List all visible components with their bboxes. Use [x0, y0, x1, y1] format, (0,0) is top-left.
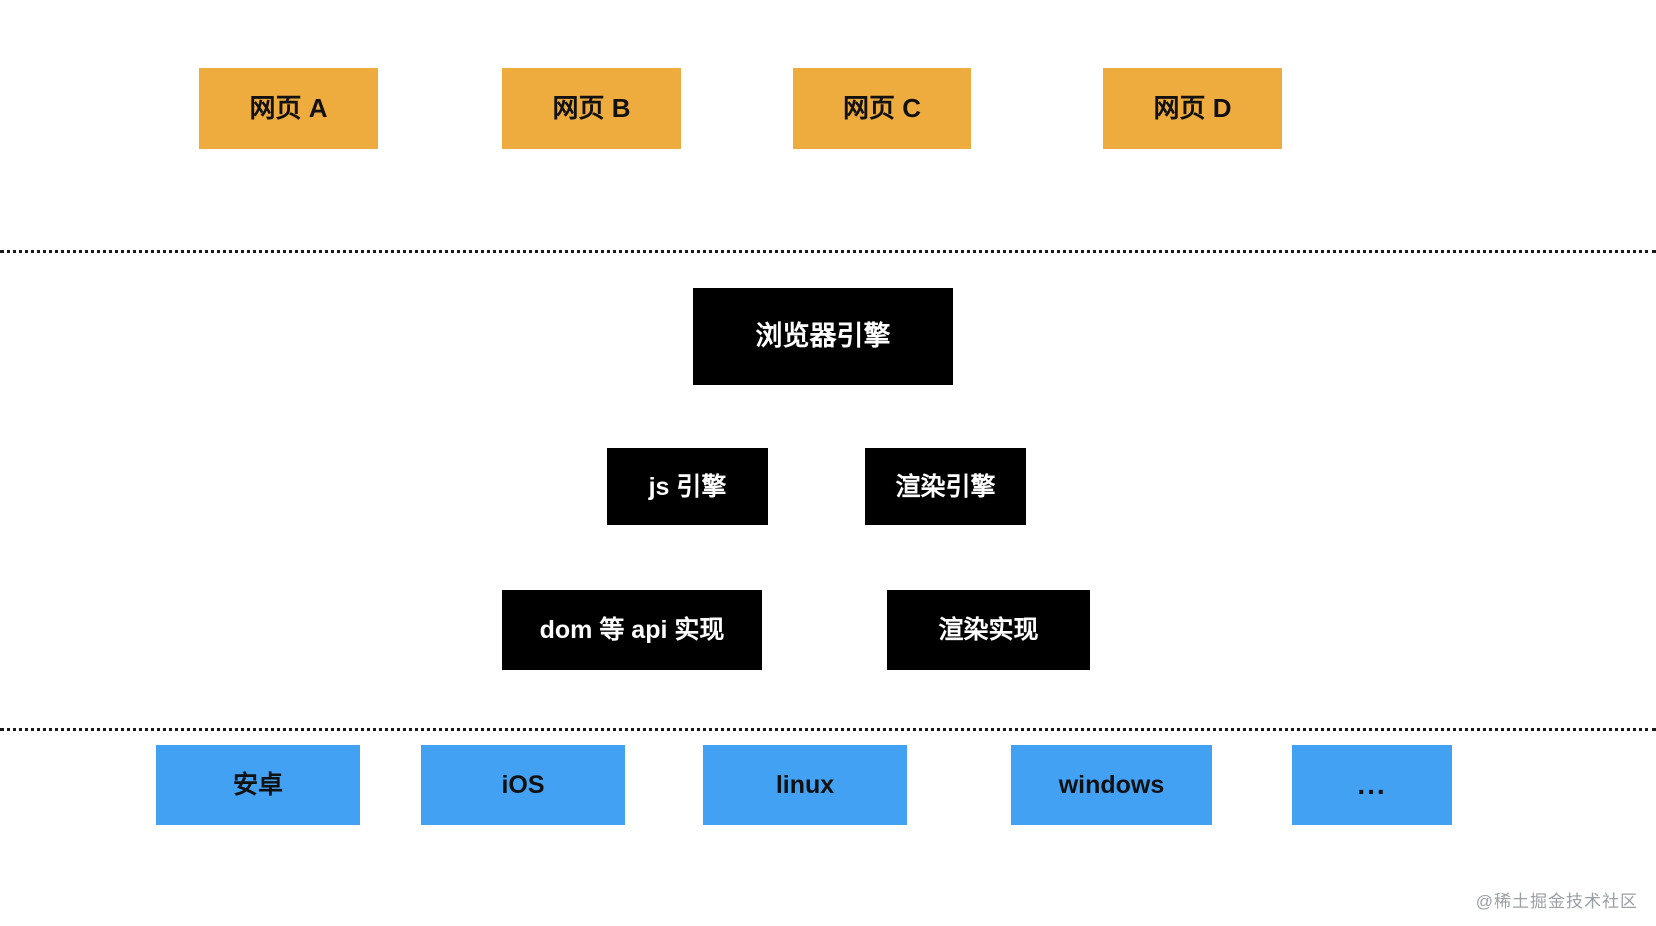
os-box-ios: iOS: [421, 745, 625, 825]
page-box-c: 网页 C: [793, 68, 971, 149]
pages-engine-divider: [0, 250, 1656, 253]
os-box-linux: linux: [703, 745, 907, 825]
os-box-more: ...: [1292, 745, 1452, 825]
os-box-windows: windows: [1011, 745, 1212, 825]
engine-os-divider: [0, 728, 1656, 731]
page-box-b: 网页 B: [502, 68, 681, 149]
render-impl-box: 渲染实现: [887, 590, 1090, 670]
browser-engine-box: 浏览器引擎: [693, 288, 953, 385]
os-box-android: 安卓: [156, 745, 360, 825]
dom-api-impl-box: dom 等 api 实现: [502, 590, 762, 670]
page-box-d: 网页 D: [1103, 68, 1282, 149]
page-box-a: 网页 A: [199, 68, 378, 149]
render-engine-box: 渲染引擎: [865, 448, 1026, 525]
watermark: @稀土掘金技术社区: [1475, 892, 1638, 911]
js-engine-box: js 引擎: [607, 448, 768, 525]
